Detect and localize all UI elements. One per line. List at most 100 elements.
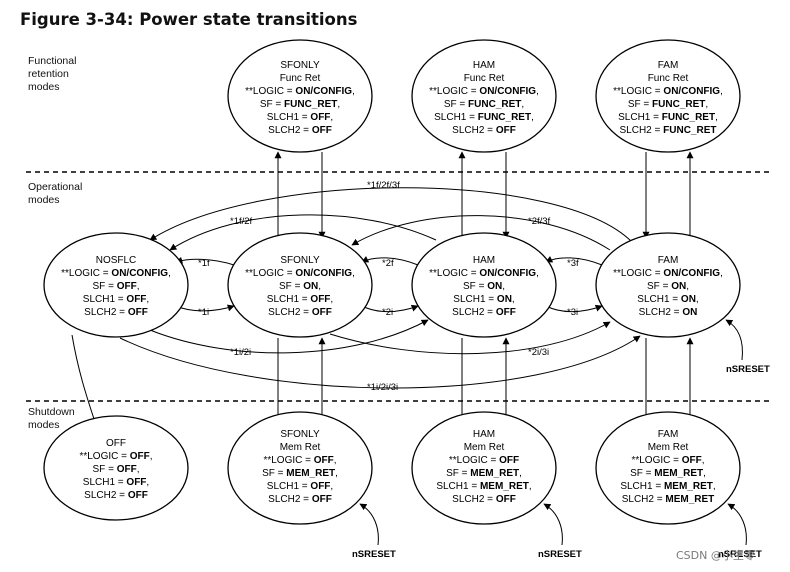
node-text-segment: ,: [137, 281, 140, 292]
node-text-segment: MEM_RET: [654, 468, 703, 479]
node-text-segment: ,: [502, 281, 505, 292]
node-text-segment: ,: [337, 99, 340, 110]
node-text-segment: ,: [720, 86, 723, 97]
node-text-segment: **LOGIC =: [263, 455, 313, 466]
state-nosflc: NOSFLC**LOGIC = ON/CONFIG,SF = OFF,SLCH1…: [43, 232, 189, 338]
node-text-segment: FAM: [658, 429, 679, 440]
edge-nosflc-to-ham: [149, 319, 429, 354]
node-text-segment: SLCH2 =: [84, 490, 128, 501]
node-text-segment: OFF: [314, 455, 334, 466]
node-text-segment: NOSFLC: [96, 255, 137, 266]
node-text-segment: ,: [150, 451, 153, 462]
edge-nsreset-sfonly-mem: [359, 503, 379, 546]
edge-fam-to-nosflc: [149, 187, 633, 243]
nsreset-label-sfonly-mem: nSRESET: [352, 549, 396, 560]
node-text-segment: ,: [696, 294, 699, 305]
node-text-segment: ,: [330, 481, 333, 492]
node-text-segment: FUNC_RET: [663, 125, 716, 136]
node-text-segment: SLCH2 =: [84, 307, 128, 318]
node-text-segment: OFF: [496, 494, 516, 505]
edge-sfonly-to-fam: [329, 321, 611, 355]
edge-label-1i: *1i: [198, 307, 209, 318]
node-text-segment: ON: [681, 294, 696, 305]
node-text-segment: SF =: [260, 99, 284, 110]
node-text-segment: Mem Ret: [648, 442, 689, 453]
edge-label-1i2i: *1i/2i: [230, 347, 251, 358]
node-text-segment: ON/CONFIG: [295, 268, 352, 279]
node-text-segment: ,: [536, 86, 539, 97]
node-text-segment: FAM: [658, 255, 679, 266]
node-text-segment: ON: [487, 281, 502, 292]
node-text-segment: OFF: [128, 307, 148, 318]
node-text-segment: SLCH1 =: [267, 481, 311, 492]
node-text-segment: SLCH1 =: [267, 294, 311, 305]
nsreset-label-ham-mem: nSRESET: [538, 549, 582, 560]
node-text-segment: SF =: [279, 281, 303, 292]
node-text-segment: ,: [519, 468, 522, 479]
node-text-segment: ,: [720, 268, 723, 279]
edge-label-2i3i: *2i/3i: [528, 347, 549, 358]
node-text-segment: MEM_RET: [470, 468, 519, 479]
edge-nosflc-to-off: [71, 334, 98, 426]
operational-modes-label: Operational modes: [28, 181, 85, 206]
node-text-segment: Func Ret: [464, 73, 505, 84]
node-text-segment: MEM_RET: [665, 494, 714, 505]
node-text-segment: SF =: [93, 281, 117, 292]
node-text-segment: SFONLY: [280, 60, 320, 71]
node-text-segment: ,: [715, 112, 718, 123]
edge-label-3f: *3f: [567, 258, 579, 269]
svg-text:FAM**LOGIC = ON/CONFIG,SF = ON: FAM**LOGIC = ON/CONFIG,SF = ON,SLCH1 = O…: [613, 255, 723, 318]
node-text-segment: **LOGIC =: [79, 451, 129, 462]
node-text-segment: ,: [536, 268, 539, 279]
node-text-segment: FUNC_RET: [652, 99, 705, 110]
node-text-segment: MEM_RET: [664, 481, 713, 492]
edge-label-3i: *3i: [567, 307, 578, 318]
node-text-segment: ,: [521, 99, 524, 110]
node-text-segment: SLCH2 =: [622, 494, 666, 505]
node-text-segment: FAM: [658, 60, 679, 71]
node-text-segment: ON/CONFIG: [479, 268, 536, 279]
node-text-segment: SLCH1 =: [637, 294, 681, 305]
edge-label-1f: *1f: [198, 258, 210, 269]
node-text-segment: SF =: [262, 468, 286, 479]
edge-nsreset-fam-mem: [727, 503, 747, 546]
svg-text:SFONLY**LOGIC = ON/CONFIG,SF =: SFONLY**LOGIC = ON/CONFIG,SF = ON,SLCH1 …: [245, 255, 355, 318]
node-text-segment: ,: [512, 294, 515, 305]
node-text-segment: **LOGIC =: [613, 268, 663, 279]
node-text-segment: SLCH1 =: [267, 112, 311, 123]
node-text-segment: ,: [168, 268, 171, 279]
node-text-segment: OFF: [126, 477, 146, 488]
node-text-segment: SFONLY: [280, 255, 320, 266]
node-text-segment: **LOGIC =: [449, 455, 499, 466]
node-text-segment: SF =: [463, 281, 487, 292]
node-text-segment: ,: [703, 468, 706, 479]
node-text-segment: FUNC_RET: [284, 99, 337, 110]
node-text-segment: OFF: [682, 455, 702, 466]
edge-label-1f2f3f: *1f/2f/3f: [367, 180, 400, 191]
node-text-segment: **LOGIC =: [61, 268, 111, 279]
node-text-segment: ,: [330, 294, 333, 305]
node-text-segment: FUNC_RET: [468, 99, 521, 110]
node-text-segment: OFF: [106, 438, 126, 449]
node-text-segment: OFF: [310, 294, 330, 305]
watermark-text: CSDN @小生零: [676, 548, 755, 562]
node-text-segment: SLCH1 =: [620, 481, 664, 492]
node-text-segment: ,: [529, 481, 532, 492]
node-text-segment: OFF: [496, 125, 516, 136]
edge-nosflc-to-fam: [119, 335, 641, 389]
node-text-segment: ON/CONFIG: [479, 86, 536, 97]
node-text-segment: ON/CONFIG: [663, 268, 720, 279]
node-text-segment: SLCH1 =: [453, 294, 497, 305]
state-off: OFF**LOGIC = OFF,SF = OFF,SLCH1 = OFF,SL…: [43, 415, 189, 521]
node-text-segment: ON: [497, 294, 512, 305]
node-text-segment: OFF: [496, 307, 516, 318]
node-text-segment: SFONLY: [280, 429, 320, 440]
